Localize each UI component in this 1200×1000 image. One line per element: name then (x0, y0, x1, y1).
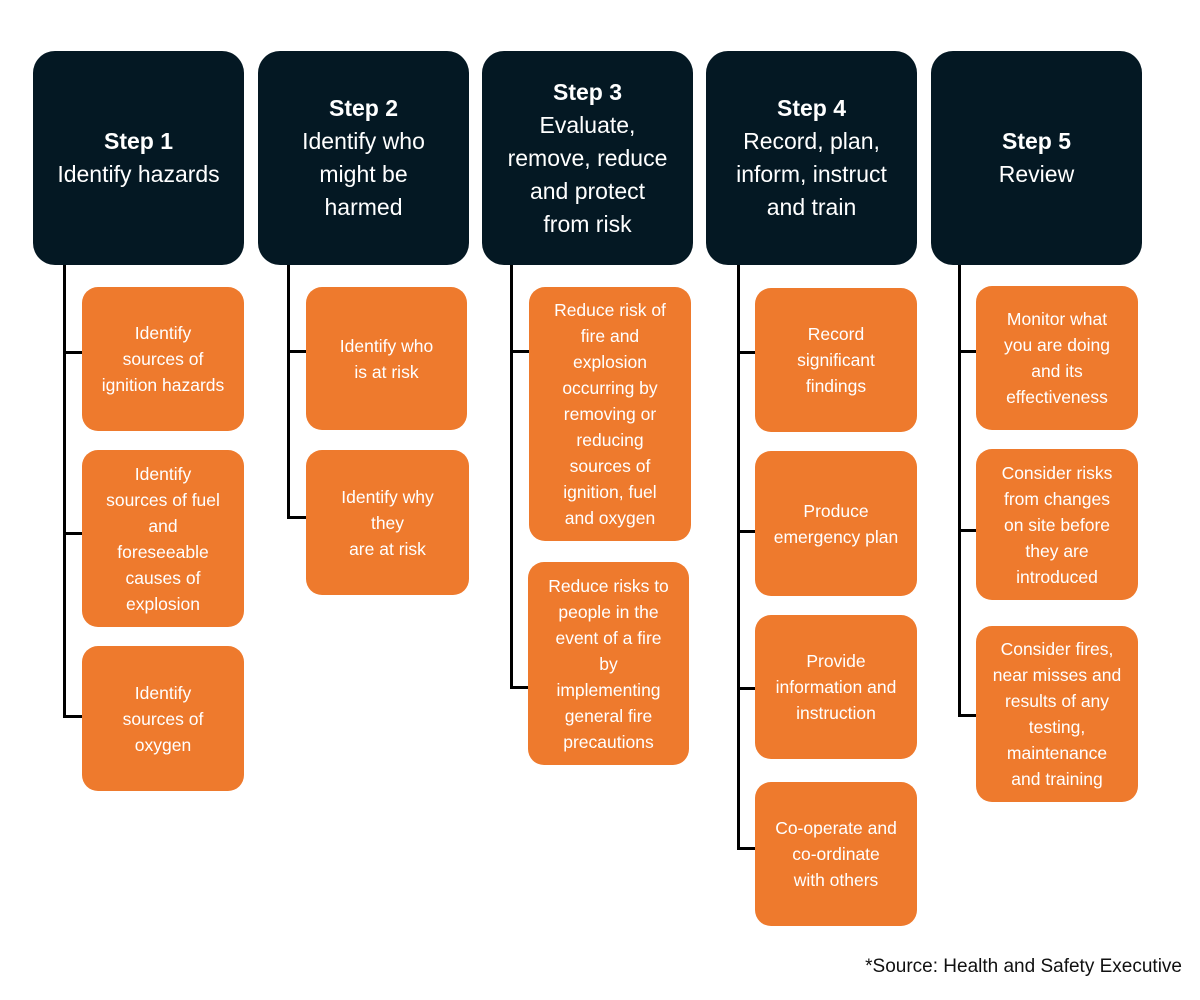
step-3-item-1: Reduce risk of fire and explosion occurr… (529, 287, 691, 541)
step-2-label: Step 2 (328, 95, 399, 121)
step-4-item-2: Produce emergency plan (755, 451, 917, 596)
step-5-header: Step 5 Review (931, 51, 1142, 265)
connector-branch (63, 715, 83, 718)
step-5-label: Step 5 (1001, 128, 1072, 154)
step-4-label: Step 4 (776, 95, 847, 121)
connector-branch (63, 532, 83, 535)
step-4-item-3: Provide information and instruction (755, 615, 917, 759)
step-1-title: Identify hazards (57, 161, 220, 187)
connector-branch (737, 847, 756, 850)
step-2-item-1: Identify who is at risk (306, 287, 467, 430)
step-2-item-2: Identify why they are at risk (306, 450, 469, 595)
step-4-item-4: Co-operate and co-ordinate with others (755, 782, 917, 926)
source-note: *Source: Health and Safety Executive (865, 956, 1182, 977)
step-5-item-3: Consider fires, near misses and results … (976, 626, 1138, 802)
step-5-item-1: Monitor what you are doing and its effec… (976, 286, 1138, 430)
step-3-header: Step 3 Evaluate, remove, reduce and prot… (482, 51, 693, 265)
step-4-title: Record, plan, inform, instruct and train (736, 128, 887, 220)
step-3-label: Step 3 (552, 78, 623, 105)
step-2-title: Identify who might be harmed (302, 128, 425, 220)
step-1-item-3: Identify sources of oxygen (82, 646, 244, 791)
step-5-item-2: Consider risks from changes on site befo… (976, 449, 1138, 600)
connector-branch (737, 530, 756, 533)
connector-branch (958, 350, 977, 353)
connector-branch (287, 350, 307, 353)
step-2-header: Step 2 Identify who might be harmed (258, 51, 469, 265)
connector-trunk (737, 265, 740, 850)
step-5-title: Review (998, 161, 1075, 187)
step-3-item-2: Reduce risks to people in the event of a… (528, 562, 689, 765)
connector-branch (737, 351, 756, 354)
step-1-item-2: Identify sources of fuel and foreseeable… (82, 450, 244, 627)
step-1-header: Step 1 Identify hazards (33, 51, 244, 265)
connector-branch (287, 516, 307, 519)
connector-trunk (958, 265, 961, 717)
connector-branch (958, 529, 977, 532)
step-1-item-1: Identify sources of ignition hazards (82, 287, 244, 431)
step-1-label: Step 1 (103, 128, 174, 154)
connector-branch (510, 350, 530, 353)
connector-trunk (287, 265, 290, 519)
step-3-title: Evaluate, remove, reduce and protect fro… (507, 111, 668, 237)
connector-branch (63, 351, 83, 354)
connector-branch (510, 686, 530, 689)
connector-branch (958, 714, 977, 717)
connector-branch (737, 687, 756, 690)
connector-trunk (63, 265, 66, 718)
step-4-header: Step 4 Record, plan, inform, instruct an… (706, 51, 917, 265)
connector-trunk (510, 265, 513, 689)
step-4-item-1: Record significant findings (755, 288, 917, 432)
